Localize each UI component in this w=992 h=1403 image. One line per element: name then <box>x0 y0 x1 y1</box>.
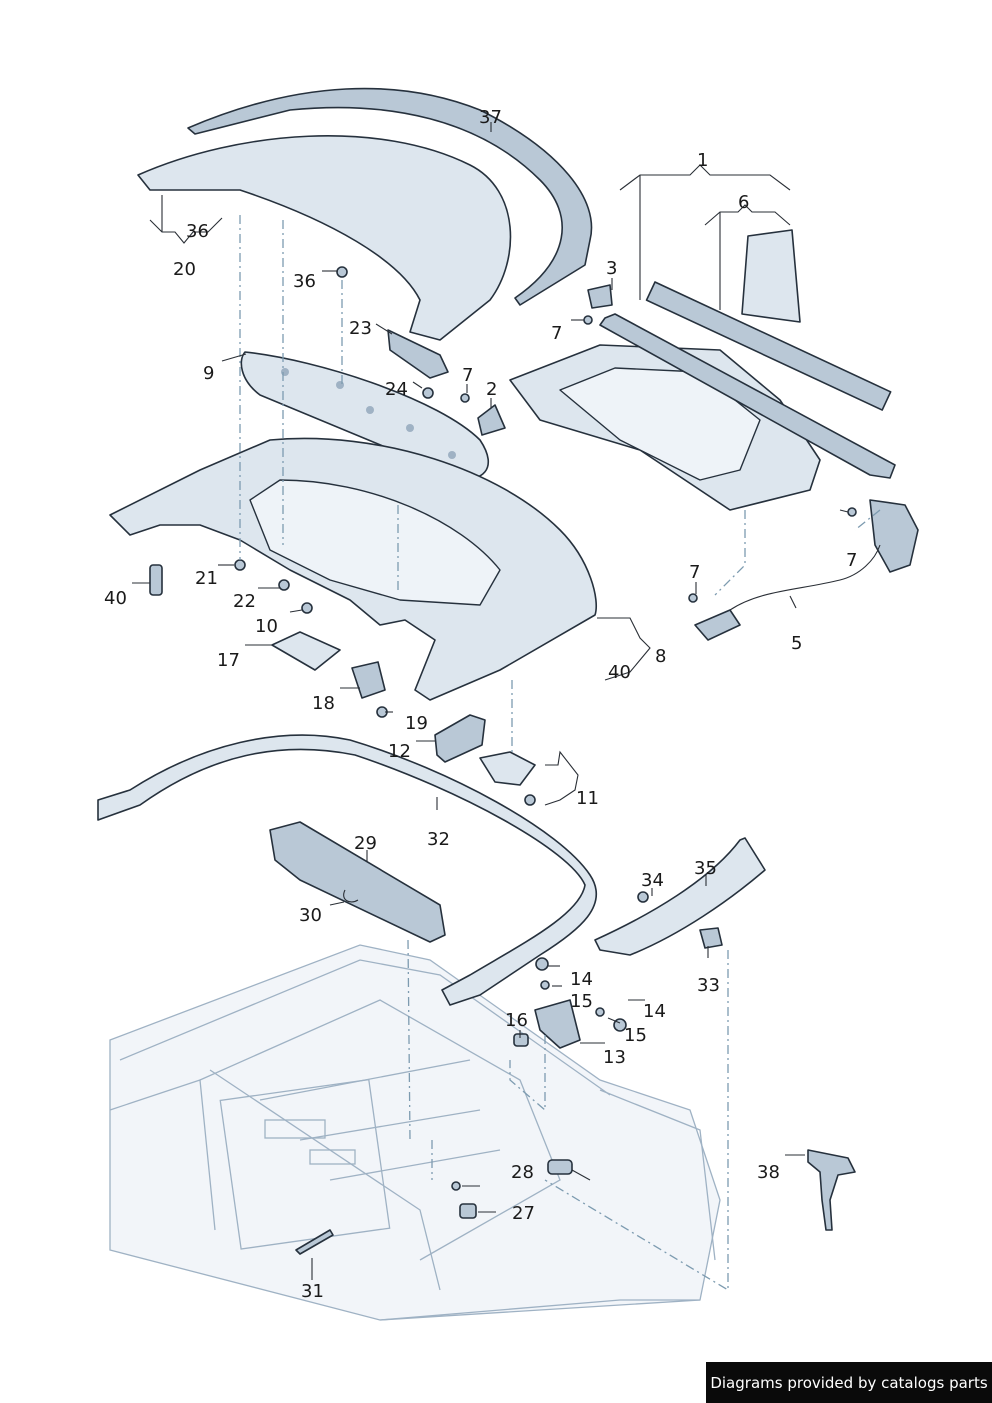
fasteners <box>149 266 857 1255</box>
hinge-2 <box>477 404 506 436</box>
callout-35: 35 <box>694 858 717 879</box>
rail-29 <box>269 821 446 943</box>
callout-12: 12 <box>388 741 411 762</box>
callout-14: 14 <box>570 969 593 990</box>
callout-40: 40 <box>608 662 631 683</box>
callout-1: 1 <box>697 150 708 171</box>
callout-labels: 37 1 6 36 20 36 3 23 7 9 7 24 2 7 7 21 4… <box>104 107 857 1302</box>
callout-34: 34 <box>641 870 664 891</box>
vehicle-body <box>109 944 721 1321</box>
lid-panel-20 <box>137 135 512 341</box>
callout-23: 23 <box>349 318 372 339</box>
callout-8: 8 <box>655 646 666 667</box>
callout-7: 7 <box>551 323 562 344</box>
callout-6: 6 <box>738 192 749 213</box>
latch-7 <box>869 499 919 573</box>
tool-38 <box>807 1149 856 1231</box>
callout-16: 16 <box>505 1010 528 1031</box>
release-5 <box>694 609 741 641</box>
callout-7: 7 <box>689 562 700 583</box>
callout-27: 27 <box>512 1203 535 1224</box>
storage-floor-1 <box>559 367 761 481</box>
bracket-18 <box>351 661 386 699</box>
callout-18: 18 <box>312 693 335 714</box>
callout-9: 9 <box>203 363 214 384</box>
callout-40: 40 <box>104 588 127 609</box>
pouch-6 <box>741 229 801 323</box>
hinge-13 <box>534 999 581 1049</box>
mat-6 <box>645 281 892 411</box>
panel-8-recess <box>249 479 501 606</box>
guide-12 <box>434 714 486 763</box>
callout-22: 22 <box>233 591 256 612</box>
callout-2: 2 <box>486 379 497 400</box>
seal-32 <box>97 734 598 1006</box>
callout-15: 15 <box>624 1025 647 1046</box>
cup-11 <box>479 751 536 786</box>
attribution-text: Diagrams provided by catalogs parts <box>710 1373 988 1392</box>
callout-30: 30 <box>299 905 322 926</box>
callout-28: 28 <box>511 1162 534 1183</box>
callout-19: 19 <box>405 713 428 734</box>
assembly-lines <box>239 215 881 1292</box>
callout-24: 24 <box>385 379 408 400</box>
trim-35 <box>594 837 766 956</box>
callout-7: 7 <box>846 550 857 571</box>
callout-33: 33 <box>697 975 720 996</box>
callout-11: 11 <box>576 788 599 809</box>
callout-37: 37 <box>479 107 502 128</box>
callout-10: 10 <box>255 616 278 637</box>
callout-3: 3 <box>606 258 617 279</box>
callout-36: 36 <box>293 271 316 292</box>
callout-15: 15 <box>570 991 593 1012</box>
attribution-footer: Diagrams provided by catalogs parts <box>706 1362 992 1403</box>
callout-38: 38 <box>757 1162 780 1183</box>
trim-strip-37 <box>187 87 593 306</box>
bracket-3 <box>587 284 613 309</box>
callout-20: 20 <box>173 259 196 280</box>
tray-9 <box>240 351 489 480</box>
callout-17: 17 <box>217 650 240 671</box>
bracket-23 <box>387 329 449 379</box>
callout-29: 29 <box>354 833 377 854</box>
cover-17 <box>271 631 341 671</box>
callout-31: 31 <box>301 1281 324 1302</box>
clip-33 <box>699 927 723 949</box>
callout-7: 7 <box>462 365 473 386</box>
callout-32: 32 <box>427 829 450 850</box>
callout-14: 14 <box>643 1001 666 1022</box>
callout-13: 13 <box>603 1047 626 1068</box>
callout-5: 5 <box>791 633 802 654</box>
rod-3 <box>599 313 896 479</box>
callout-21: 21 <box>195 568 218 589</box>
leader-lines <box>132 122 849 1280</box>
callout-36: 36 <box>186 221 209 242</box>
